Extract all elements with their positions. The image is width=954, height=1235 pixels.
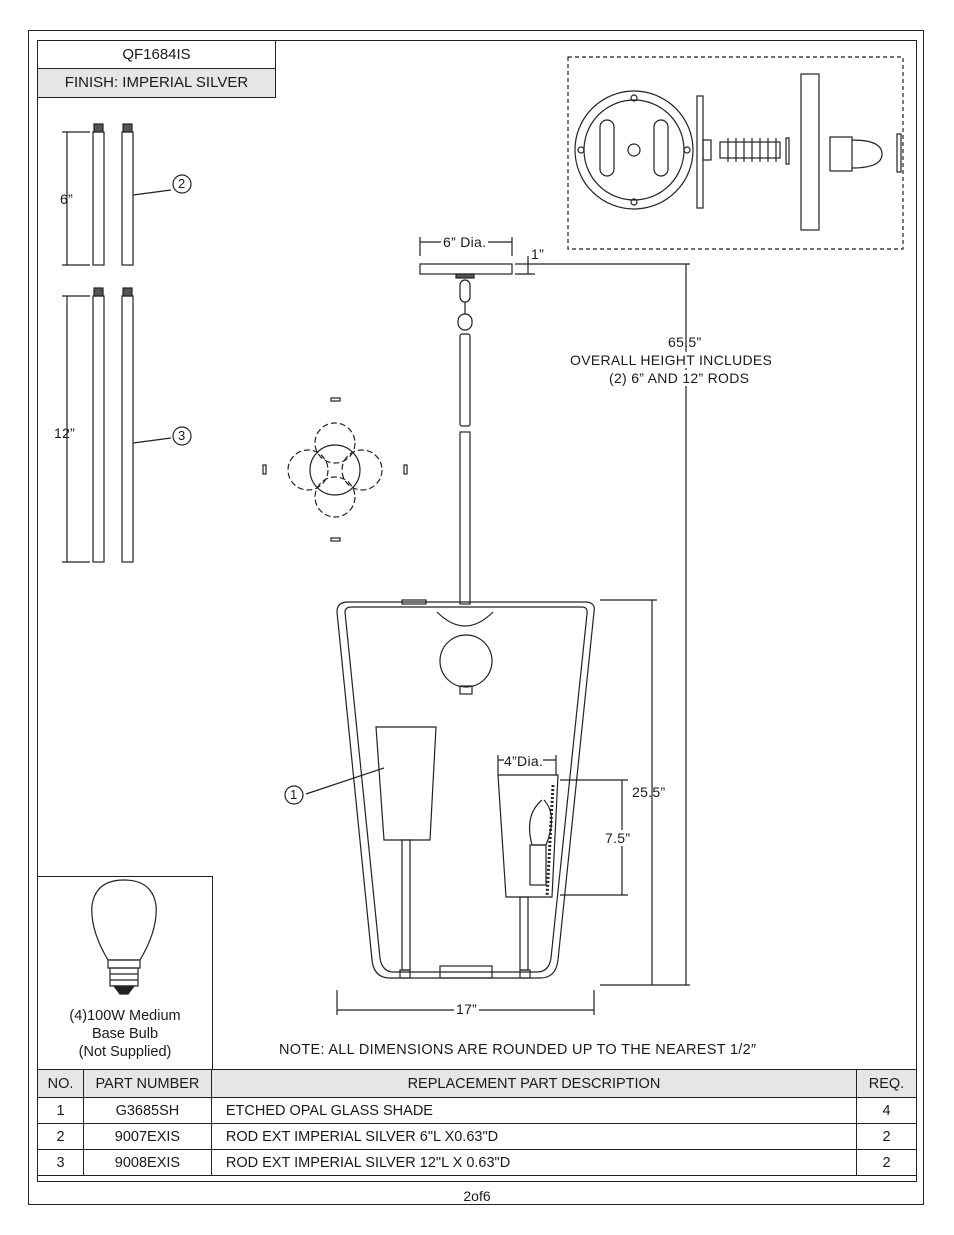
inner-frame — [37, 40, 917, 1182]
mounting-hardware-detail — [567, 56, 904, 250]
row-part-number: 9008EXIS — [82, 1149, 212, 1176]
col-header-no: NO. — [37, 1069, 84, 1098]
rod-6in-drawing — [62, 123, 192, 266]
dimension-note: NOTE: ALL DIMENSIONS ARE ROUNDED UP TO T… — [279, 1042, 757, 1058]
rod-12in-length: 12” — [54, 425, 76, 441]
right-shade-drawing — [497, 755, 559, 971]
row-description: ROD EXT IMPERIAL SILVER 12"L X 0.63"D — [210, 1149, 858, 1176]
finish-label: FINISH: IMPERIAL SILVER — [37, 68, 276, 98]
table-row: 3 9008EXIS ROD EXT IMPERIAL SILVER 12"L … — [37, 1149, 917, 1176]
chain-and-stem — [457, 279, 473, 605]
row-req: 2 — [856, 1149, 917, 1176]
canopy-height: 1” — [531, 246, 545, 262]
canopy-diameter: 6” Dia. — [441, 234, 489, 250]
overall-height-note-2: (2) 6” AND 12” RODS — [609, 370, 750, 386]
row-part-number: G3685SH — [82, 1097, 212, 1124]
bulb-line-2: Base Bulb — [91, 1026, 159, 1042]
col-header-req: REQ. — [856, 1069, 917, 1098]
table-header-row: NO. PART NUMBER REPLACEMENT PART DESCRIP… — [37, 1069, 917, 1098]
top-view-drawing — [262, 397, 408, 542]
row-description: ROD EXT IMPERIAL SILVER 6"L X0.63"D — [210, 1123, 858, 1150]
row-req: 4 — [856, 1097, 917, 1124]
body-height: 25.5” — [632, 784, 666, 800]
body-width: 17” — [454, 1001, 480, 1017]
row-no: 2 — [37, 1123, 84, 1150]
bulb-line-3: (Not Supplied) — [78, 1044, 172, 1060]
row-no: 3 — [37, 1149, 84, 1176]
table-row: 1 G3685SH ETCHED OPAL GLASS SHADE 4 — [37, 1097, 917, 1124]
col-header-part-number: PART NUMBER — [82, 1069, 212, 1098]
cage-frame — [336, 599, 595, 979]
row-no: 1 — [37, 1097, 84, 1124]
parts-table: NO. PART NUMBER REPLACEMENT PART DESCRIP… — [37, 1069, 917, 1176]
callout-1: 1 — [290, 787, 298, 802]
row-req: 2 — [856, 1123, 917, 1150]
bulb-caption: (4)100W Medium Base Bulb (Not Supplied) — [38, 1007, 212, 1061]
rod-12in-drawing — [62, 287, 192, 563]
col-header-description: REPLACEMENT PART DESCRIPTION — [210, 1069, 858, 1098]
bulb-box: (4)100W Medium Base Bulb (Not Supplied) — [37, 876, 213, 1070]
overall-height-note-1: OVERALL HEIGHT INCLUDES — [570, 352, 773, 368]
bulb-line-1: (4)100W Medium — [69, 1008, 181, 1024]
row-part-number: 9007EXIS — [82, 1123, 212, 1150]
outer-frame — [28, 30, 924, 1205]
left-shade-drawing — [284, 726, 437, 971]
callout-2: 2 — [178, 176, 186, 191]
callout-3: 3 — [178, 428, 186, 443]
bulb-icon — [91, 879, 157, 995]
overall-height: 65.5” — [668, 334, 702, 350]
table-row: 2 9007EXIS ROD EXT IMPERIAL SILVER 6"L X… — [37, 1123, 917, 1150]
row-description: ETCHED OPAL GLASS SHADE — [210, 1097, 858, 1124]
shade-diameter: 4”Dia. — [504, 753, 544, 769]
page-number: 2of6 — [463, 1188, 491, 1204]
shade-height: 7.5” — [605, 830, 631, 846]
rod-6in-length: 6” — [60, 191, 74, 207]
